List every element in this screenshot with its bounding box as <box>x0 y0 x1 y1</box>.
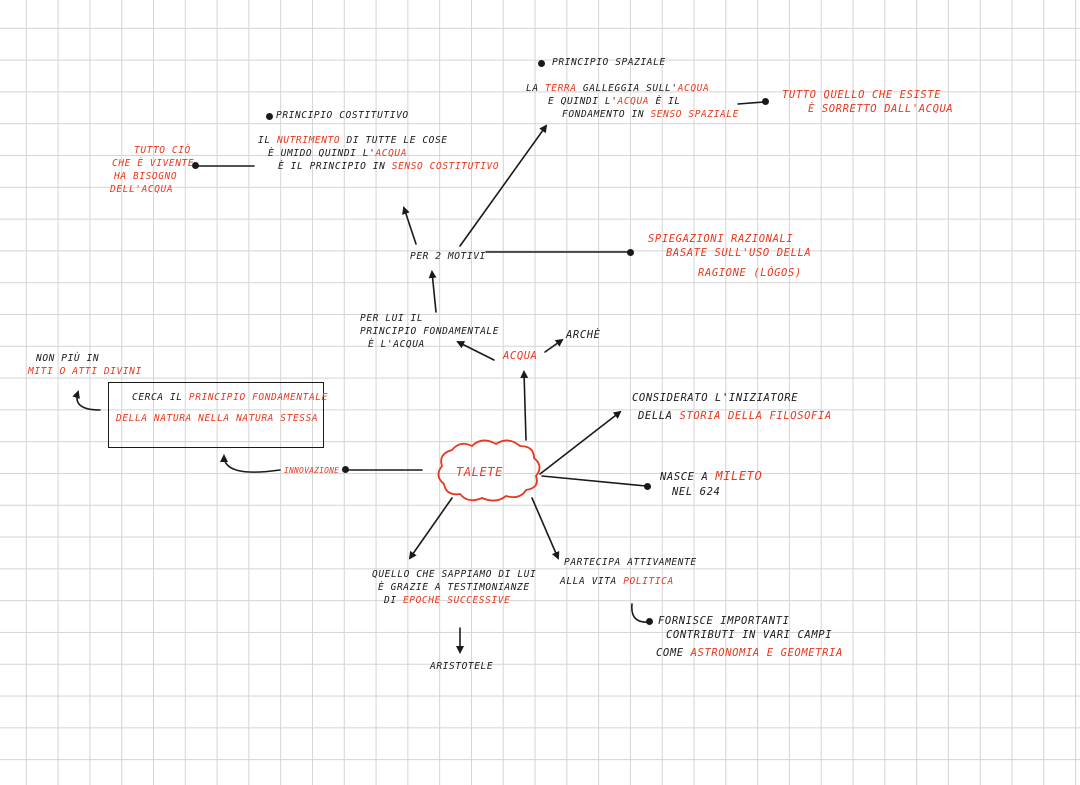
spaziale-title: PRINCIPIO SPAZIALE <box>552 57 666 68</box>
node-dot <box>342 466 349 473</box>
link-box-miti <box>72 390 101 411</box>
nascita-text: NASCE A MILETO NEL 624 <box>660 468 762 499</box>
text-line: NEL 624 <box>672 486 721 498</box>
spaziale-text: LA TERRA GALLEGGIA SULL'ACQUA E QUINDI L… <box>526 82 739 121</box>
text-line: RAGIONE (LÓGOS) <box>698 267 802 279</box>
node-dot <box>646 618 653 625</box>
link-talete-nascita <box>541 475 647 487</box>
text-line: COME ASTRONOMIA E GEOMETRIA <box>656 647 843 659</box>
aristotele-label: ARISTOTELE <box>430 661 494 672</box>
text-line: È SORRETTO DALL'ACQUA <box>808 103 954 115</box>
text-line: ALLA VITA POLITICA <box>560 576 674 587</box>
link-acqua-arche <box>544 338 564 353</box>
text-line: È UMIDO QUINDI L'ACQUA <box>268 148 408 159</box>
text-line: LA TERRA GALLEGGIA SULL'ACQUA <box>526 83 710 94</box>
text-line: E QUINDI L'ACQUA È IL <box>548 96 681 107</box>
link-talete-testimonianze <box>408 497 453 560</box>
link-talete-politica <box>531 497 560 560</box>
text-line: DI EPOCHE SUCCESSIVE <box>384 595 511 606</box>
costitutivo-note: TUTTO CIÒ CHE È VIVENTE HA BISOGNO DELL'… <box>110 144 194 196</box>
link-acqua-fondamentale <box>456 341 495 361</box>
iniziatore-text: CONSIDERATO L'INIZIATORE DELLA STORIA DE… <box>632 391 832 423</box>
link-motivi-costitutivo <box>402 206 417 245</box>
text-line: QUELLO CHE SAPPIAMO DI LUI <box>372 569 537 580</box>
text-line: NASCE A MILETO <box>660 469 763 483</box>
text-line: CHE È VIVENTE <box>112 158 195 169</box>
text-line: TUTTO CIÒ <box>134 145 191 156</box>
spaziale-note: TUTTO QUELLO CHE ESISTE È SORRETTO DALL'… <box>782 88 953 116</box>
testimonianze-text: QUELLO CHE SAPPIAMO DI LUI È GRAZIE A TE… <box>372 568 536 607</box>
text-line: È GRAZIE A TESTIMONIANZE <box>378 582 530 593</box>
contributi-text: FORNISCE IMPORTANTI CONTRIBUTI IN VARI C… <box>656 614 843 660</box>
link-spaziale-note <box>737 101 765 105</box>
costitutivo-title: PRINCIPIO COSTITUTIVO <box>276 110 409 121</box>
text-line: FONDAMENTO IN SENSO SPAZIALE <box>562 109 739 120</box>
link-innovazione-box <box>220 454 281 473</box>
politica-text: PARTECIPA ATTIVAMENTE ALLA VITA POLITICA <box>560 556 697 588</box>
text-line: PER LUI IL <box>360 313 424 324</box>
node-dot <box>538 60 545 67</box>
text-line: DELLA STORIA DELLA FILOSOFIA <box>638 410 832 422</box>
center-label: TALETE <box>456 465 503 479</box>
spiegazioni-razionali: SPIEGAZIONI RAZIONALI BASATE SULL'USO DE… <box>648 232 811 280</box>
text-line: DELLA NATURA NELLA NATURA STESSA <box>116 413 319 424</box>
text-line: PRINCIPIO FONDAMENTALE <box>360 326 500 337</box>
text-line: CONTRIBUTI IN VARI CAMPI <box>666 629 833 641</box>
text-line: DELL'ACQUA <box>110 184 174 195</box>
link-fondamentale-motivi <box>428 270 437 313</box>
text-line: BASATE SULL'USO DELLA <box>666 247 812 259</box>
link-talete-iniziatore <box>539 410 622 475</box>
acqua-label: ACQUA <box>503 350 538 362</box>
talete-cloud <box>437 439 541 502</box>
box-text: CERCA IL PRINCIPIO FONDAMENTALE DELLA NA… <box>116 391 328 425</box>
text-line: CONSIDERATO L'INIZIATORE <box>632 392 799 404</box>
motivi-label: PER 2 MOTIVI <box>410 251 486 262</box>
arche-label: ARCHÈ <box>566 329 601 341</box>
text-line: SPIEGAZIONI RAZIONALI <box>648 233 794 245</box>
node-dot <box>762 98 769 105</box>
principio-fondamentale: PER LUI IL PRINCIPIO FONDAMENTALE È L'AC… <box>360 312 499 351</box>
text-line: PARTECIPA ATTIVAMENTE <box>564 557 697 568</box>
link-motivi-spaziale <box>459 124 548 247</box>
text-line: CERCA IL PRINCIPIO FONDAMENTALE <box>132 392 328 403</box>
text-line: FORNISCE IMPORTANTI <box>658 615 790 627</box>
innovazione-box <box>108 382 324 448</box>
text-line: TUTTO QUELLO CHE ESISTE <box>782 89 942 101</box>
text-line: IL NUTRIMENTO DI TUTTE LE COSE <box>258 135 448 146</box>
text-line: È IL PRINCIPIO IN SENSO COSTITUTIVO <box>278 161 500 172</box>
text-line: MITI O ATTI DIVINI <box>28 366 142 377</box>
link-talete-acqua <box>520 370 529 441</box>
text-line: NON PIÙ IN <box>36 353 100 364</box>
miti-note: NON PIÙ IN MITI O ATTI DIVINI <box>28 352 142 378</box>
costitutivo-text: IL NUTRIMENTO DI TUTTE LE COSE È UMIDO Q… <box>258 134 499 173</box>
text-line: È L'ACQUA <box>368 339 425 350</box>
innovazione-label: INNOVAZIONE <box>284 466 340 475</box>
text-line: HA BISOGNO <box>114 171 178 182</box>
node-dot <box>627 249 634 256</box>
node-dot <box>266 113 273 120</box>
node-dot <box>644 483 651 490</box>
node-dot <box>192 162 199 169</box>
